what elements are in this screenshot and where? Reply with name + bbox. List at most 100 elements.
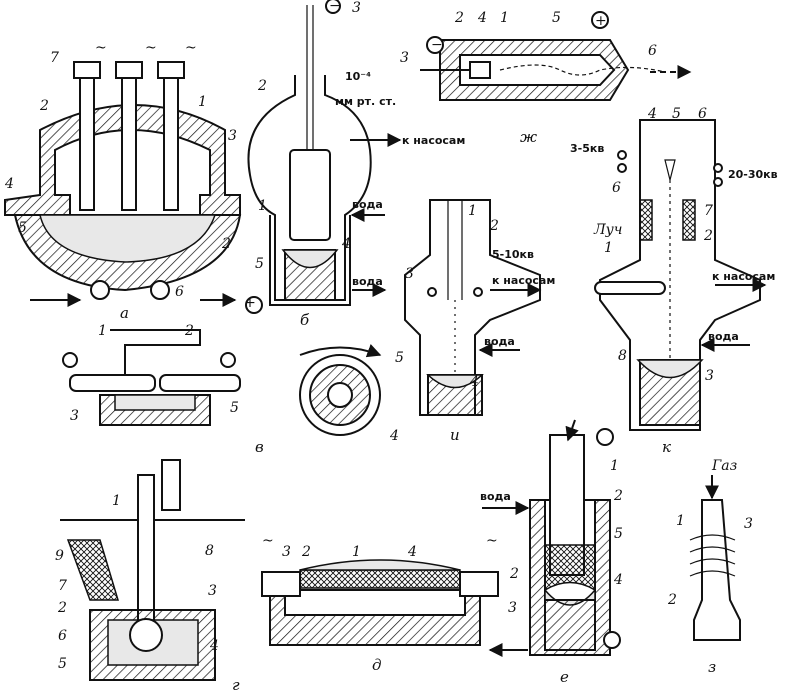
label-a-2-bottom: 2 xyxy=(221,236,231,252)
water-label-b-bottom: вода xyxy=(352,275,383,288)
induction-coil-z xyxy=(689,534,736,577)
label-a-3: 3 xyxy=(228,128,237,144)
consumable-electrode xyxy=(289,149,331,241)
label-zh-1: 1 xyxy=(500,10,509,26)
terminal-minus-b xyxy=(325,0,341,14)
feed-arrow-e xyxy=(565,419,579,442)
label-v-1: 1 xyxy=(98,323,107,339)
ac-symbol-a-2: ~ xyxy=(145,40,157,56)
electrode-left-d xyxy=(261,571,301,597)
ac-symbol-d-left: ~ xyxy=(262,533,274,549)
label-e-2: 2 xyxy=(613,488,623,504)
label-k-4: 4 xyxy=(647,106,657,122)
panel-g: 1 9 8 7 3 2 6 4 5 г xyxy=(55,459,245,694)
label-zh-3: 3 xyxy=(400,50,409,66)
anode-ring-left xyxy=(427,287,437,297)
terminal-k-1 xyxy=(617,150,627,160)
minus-zh: − xyxy=(431,37,443,53)
focus-coil-left xyxy=(639,199,653,241)
ac-source-e-top xyxy=(596,428,614,446)
beam-label-k: Луч xyxy=(593,222,623,238)
voltage-right-k: 20-30кв xyxy=(728,168,778,181)
label-z-1: 1 xyxy=(676,513,685,529)
label-i-5: 5 xyxy=(395,350,404,366)
label-k-6-left: 6 xyxy=(612,180,621,196)
ac-symbol-a-1: ~ xyxy=(95,40,107,56)
terminal-plus-zh xyxy=(591,11,609,29)
panel-b: + − 3 2 1 5 4 10⁻⁴ мм рт. ст. к насосам … xyxy=(244,0,465,329)
panel-a: 7 2 3 4 5 2 6 1 ~ ~ ~ а xyxy=(4,40,242,322)
label-d-1: 1 xyxy=(352,544,361,560)
rotary-furnace-shell xyxy=(299,354,381,436)
panel-d: ~ ~ 3 2 1 4 2 д xyxy=(261,533,519,674)
panel-zh: − + 2 4 1 5 3 6 ж xyxy=(400,10,692,146)
electrode-3 xyxy=(163,69,179,211)
charge-hopper-g xyxy=(66,539,120,601)
label-v-3: 3 xyxy=(70,408,79,424)
voltage-left-k: 3-5кв xyxy=(570,142,604,155)
focus-coil-right xyxy=(682,199,696,241)
caption-d: д xyxy=(372,656,382,674)
label-a-5: 5 xyxy=(18,220,27,236)
label-k-7: 7 xyxy=(704,203,713,219)
rotation-arrow xyxy=(299,344,382,358)
label-d-4: 4 xyxy=(407,544,417,560)
label-i-4: 4 xyxy=(469,374,479,390)
label-i-2: 2 xyxy=(489,218,499,234)
label-b-1: 1 xyxy=(258,198,267,214)
water-label-k: вода xyxy=(708,330,739,343)
label-zh-4: 4 xyxy=(477,10,487,26)
ac-terminal-right xyxy=(220,352,236,368)
pump-label-k: к насосам xyxy=(712,270,775,283)
slag-bath-e xyxy=(544,544,596,592)
label-e-1: 1 xyxy=(610,458,619,474)
melt-pool-k xyxy=(636,359,704,379)
caption-a: а xyxy=(120,304,129,322)
label-a-7: 7 xyxy=(50,50,59,66)
plasma-jet xyxy=(499,64,666,76)
label-b-5: 5 xyxy=(255,256,264,272)
label-k-5: 5 xyxy=(672,106,681,122)
voltage-i: 5-10кв xyxy=(492,248,534,261)
label-a-1: 1 xyxy=(198,94,207,110)
minus-b: − xyxy=(329,0,341,14)
pump-label-b: к насосам xyxy=(402,134,465,147)
label-b-2: 2 xyxy=(257,78,267,94)
terminal-k-2 xyxy=(617,163,627,173)
ac-symbol-a-3: ~ xyxy=(185,40,197,56)
label-k-1: 1 xyxy=(604,240,613,256)
label-g-3: 3 xyxy=(208,583,217,599)
plus-zh: + xyxy=(595,13,607,29)
ac-terminal-left xyxy=(62,352,78,368)
panel-i: 1 2 3 5 4 5-10кв к насосам вода и xyxy=(395,199,555,444)
ac-symbol-d-right: ~ xyxy=(486,533,498,549)
label-k-3: 3 xyxy=(705,368,714,384)
label-k-2: 2 xyxy=(703,228,713,244)
label-d-2-right: 2 xyxy=(509,566,519,582)
electrode-right-d xyxy=(459,571,499,597)
label-d-3: 3 xyxy=(282,544,291,560)
label-k-6-top: 6 xyxy=(698,106,707,122)
vacuum-chamber xyxy=(247,75,372,301)
label-v-2: 2 xyxy=(184,323,194,339)
melt-pool xyxy=(281,249,339,269)
caption-g: г xyxy=(232,676,240,694)
label-g-7: 7 xyxy=(58,578,67,594)
pressure-value: 10⁻⁴ xyxy=(345,70,371,83)
pump-label-i: к насосам xyxy=(492,274,555,287)
label-zh-5: 5 xyxy=(552,10,561,26)
roller-left xyxy=(90,280,110,300)
terminal-k-3 xyxy=(713,163,723,173)
label-b-3: 3 xyxy=(352,0,361,16)
label-e-5: 5 xyxy=(614,526,623,542)
label-a-6: 6 xyxy=(175,284,184,300)
label-k-8: 8 xyxy=(618,348,627,364)
terminal-k-4 xyxy=(713,177,723,187)
electrode-holder-3 xyxy=(157,61,185,79)
caption-k: к xyxy=(662,438,671,456)
caption-z: з xyxy=(708,658,716,676)
water-jacket xyxy=(269,215,351,306)
cathode xyxy=(469,61,491,79)
furnace-lid-v xyxy=(110,329,201,375)
